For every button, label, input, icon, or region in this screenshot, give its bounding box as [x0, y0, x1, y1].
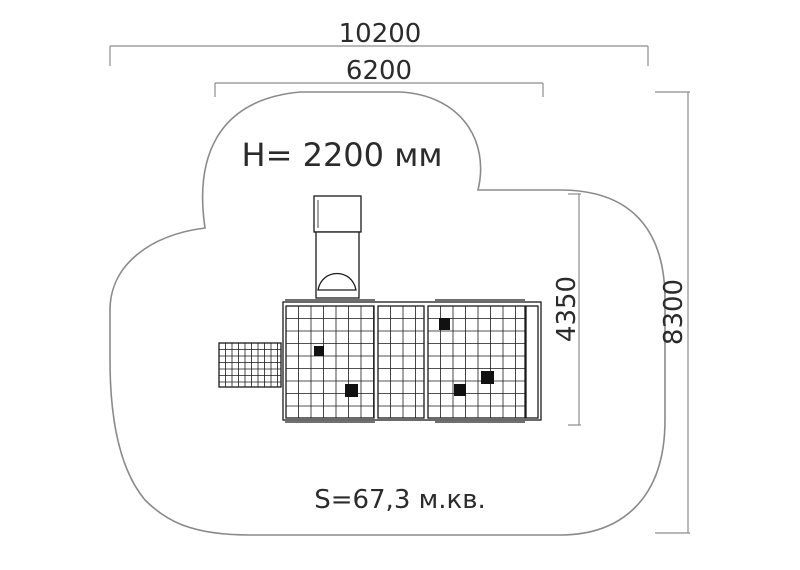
platform-middle: [377, 305, 425, 419]
climbing-net-left: [285, 305, 375, 419]
net-hole: [481, 371, 494, 384]
dimension-structure-depth-label: 4350: [552, 276, 582, 342]
net-hole: [314, 346, 324, 356]
area-note: S=67,3 м.кв.: [314, 485, 486, 515]
dimension-structure-width-label: 6200: [346, 56, 412, 86]
net-walkway: [218, 342, 282, 388]
net-hole: [454, 384, 466, 396]
dimension-total-width: 10200: [109, 19, 649, 66]
net-hole: [439, 318, 450, 330]
dimension-total-depth-label: 8300: [659, 279, 689, 345]
dimension-total-depth: 8300: [655, 91, 690, 534]
dimension-structure-width: 6200: [214, 56, 544, 97]
safety-zone-outline: [109, 91, 666, 536]
tube-slide: [313, 195, 362, 299]
main-platform: [282, 299, 542, 423]
dimension-total-width-label: 10200: [339, 19, 422, 49]
dimension-structure-depth: 4350: [552, 193, 582, 426]
net-hole: [345, 384, 358, 397]
height-note: H= 2200 мм: [242, 136, 443, 174]
